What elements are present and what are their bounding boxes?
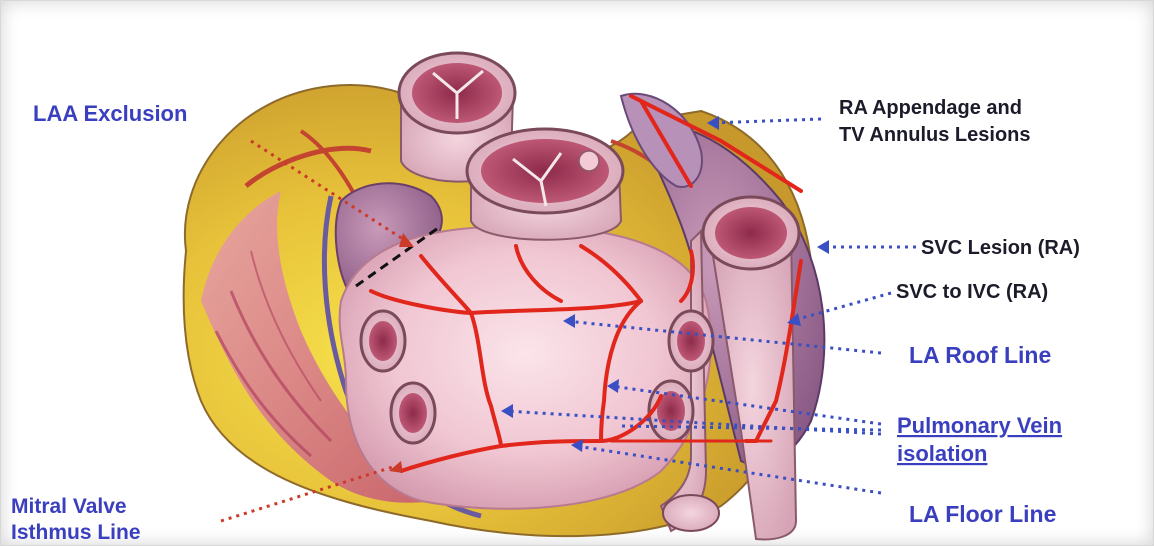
mitral-valve-label-line2: Isthmus Line: [11, 521, 141, 544]
mitral-valve-label-line1: Mitral Valve: [11, 495, 127, 518]
ra-appendage-label-line1: RA Appendage and: [839, 97, 1022, 119]
la-roof-line-label: LA Roof Line: [909, 342, 1051, 368]
ra-appendage-label-line2: TV Annulus Lesions: [839, 124, 1031, 146]
la-floor-line-label: LA Floor Line: [909, 501, 1056, 527]
svc-lesion-label: SVC Lesion (RA): [921, 237, 1080, 259]
pulmonary-vein-label-line1: Pulmonary Vein: [897, 413, 1062, 438]
laa-exclusion-label: LAA Exclusion: [33, 101, 187, 126]
pulmonary-trunk: [467, 129, 623, 240]
svc-to-ivc-label: SVC to IVC (RA): [896, 281, 1048, 303]
pulmonary-vein-label-line2: isolation: [897, 441, 987, 466]
